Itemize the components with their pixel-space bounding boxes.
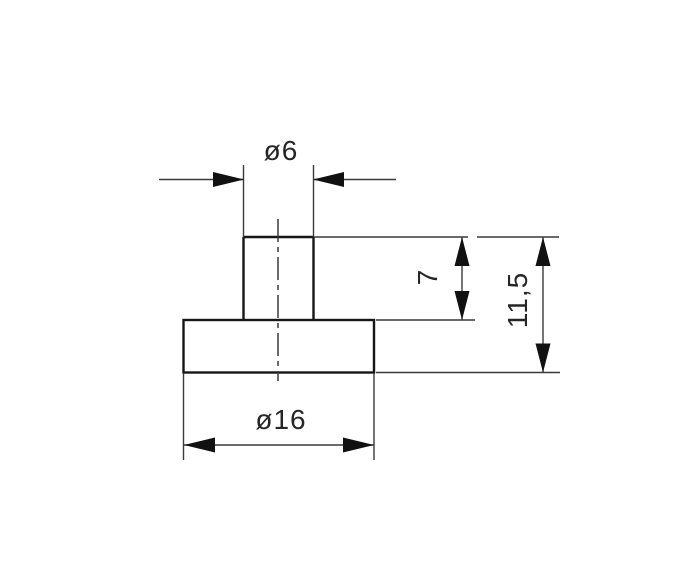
height115-arrow-up-icon (535, 237, 551, 266)
dia6-arrow-right-icon (213, 172, 244, 187)
height7-label: 7 (412, 269, 443, 286)
height115-arrow-down-icon (535, 343, 551, 373)
dia6-label: ø6 (264, 135, 299, 166)
right-extension-lines (313, 236, 560, 374)
dimension-height-7: 7 (412, 237, 470, 320)
height7-arrow-up-icon (454, 237, 470, 266)
dimension-height-11-5: 11,5 (502, 237, 551, 373)
dia6-arrow-left-icon (313, 172, 344, 187)
height7-arrow-down-icon (454, 291, 470, 320)
dia16-arrow-right-icon (343, 437, 374, 453)
dia16-arrow-left-icon (184, 437, 215, 453)
dia16-label: ø16 (255, 404, 306, 435)
dimension-dia-6: ø6 (159, 135, 396, 237)
dimension-dia-16: ø16 (182, 373, 375, 460)
height115-label: 11,5 (502, 272, 533, 328)
